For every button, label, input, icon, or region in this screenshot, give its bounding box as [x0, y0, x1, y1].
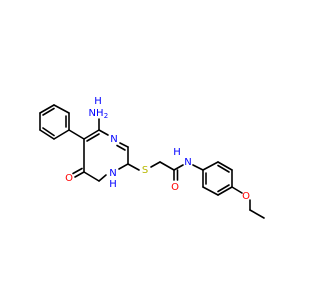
aryl-o-bond [231, 186, 243, 194]
c-s-bond [127, 163, 140, 171]
ring-nh-h-label: H [109, 179, 117, 190]
molecule-diagram: H NH 2 N N H O S O H N O [39, 96, 265, 219]
ring-carbonyl-o-label: O [65, 173, 73, 184]
amide-h-label: H [173, 147, 181, 158]
s-ch2-bond [150, 161, 161, 168]
ethyl-bond [249, 209, 265, 219]
amide-o-label: O [171, 182, 179, 193]
ether-o-label: O [242, 191, 250, 202]
amine-subscript: 2 [104, 112, 108, 120]
ch2-co-bond [159, 161, 175, 171]
ring-carbonyl-bond-2 [72, 167, 83, 175]
amine-nh-label: NH [89, 108, 104, 119]
ring-carbonyl-bond-1 [74, 171, 85, 178]
co-n-bond [173, 164, 184, 171]
phenyl-link-bond [68, 129, 85, 140]
ethoxyphenyl-ring [202, 161, 233, 196]
ring-nh-n-label: N [109, 168, 116, 179]
ring-n-upper-label: N [110, 134, 117, 145]
amine-h-label: H [94, 96, 102, 107]
pyrimidine-ring [83, 129, 129, 182]
n-aryl-bond [192, 164, 204, 171]
amide-n-label: N [184, 157, 191, 168]
structure-svg: H NH 2 N N H O S O H N O [39, 96, 265, 219]
phenyl-ring [39, 104, 70, 140]
thioether-s-label: S [142, 165, 148, 176]
